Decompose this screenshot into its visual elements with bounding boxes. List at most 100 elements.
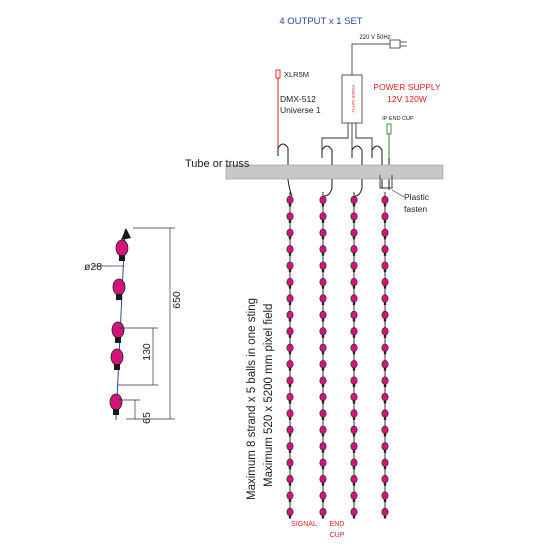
led-ball: [319, 294, 327, 303]
led-ball: [350, 491, 358, 500]
led-ball: [319, 212, 327, 221]
led-ball: [350, 507, 358, 517]
led-ball: [286, 360, 294, 369]
led-connector: [321, 466, 325, 470]
signal-label: SIGNAL: [291, 521, 317, 528]
led-connector: [352, 334, 356, 338]
led-connector: [352, 515, 356, 519]
led-connector: [352, 384, 356, 388]
led-connector: [352, 252, 356, 256]
led-ball: [381, 212, 389, 221]
led-ball: [350, 228, 358, 237]
led-ball: [350, 343, 358, 352]
led-connector: [383, 351, 387, 355]
led-connector: [352, 351, 356, 355]
detail-led-connector: [116, 294, 122, 300]
led-connector: [352, 236, 356, 240]
led-connector: [288, 236, 292, 240]
tube-label: Tube or truss: [185, 158, 250, 170]
led-ball: [286, 310, 294, 320]
plastic-label-line1: Plastic: [404, 192, 430, 202]
led-connector: [352, 482, 356, 486]
ip-end-cup-label: IP END CUP: [382, 116, 414, 122]
ip-end-cup-icon: [386, 123, 392, 158]
led-connector: [352, 285, 356, 289]
led-connector: [321, 318, 325, 322]
led-ball: [319, 425, 327, 434]
led-ball: [286, 195, 294, 205]
led-connector: [352, 433, 356, 437]
led-connector: [321, 449, 325, 453]
led-connector: [321, 203, 325, 207]
diameter-dimension: ø28: [84, 261, 102, 273]
mains-voltage-label: 220 V 50Hz: [359, 35, 390, 41]
led-connector: [383, 482, 387, 486]
led-ball: [319, 343, 327, 352]
led-ball: [350, 278, 358, 287]
led-ball: [319, 442, 327, 451]
led-ball: [350, 376, 358, 385]
protocol-label: DMX-512: [280, 94, 316, 104]
led-connector: [383, 203, 387, 207]
led-ball: [286, 228, 294, 237]
led-ball: [381, 360, 389, 369]
led-connector: [321, 351, 325, 355]
led-ball: [319, 507, 327, 517]
led-connector: [383, 367, 387, 371]
led-connector: [288, 515, 292, 519]
led-ball: [381, 327, 389, 336]
led-ball: [381, 376, 389, 385]
led-connector: [321, 400, 325, 404]
led-ball: [350, 392, 358, 402]
detail-led-ball: [112, 278, 126, 296]
led-ball: [286, 392, 294, 402]
led-connector: [383, 285, 387, 289]
psu-wire-3: [355, 123, 373, 158]
tube-truss: [225, 164, 444, 180]
led-connector: [352, 318, 356, 322]
led-ball: [381, 245, 389, 254]
led-ball: [286, 278, 294, 287]
plastic-label-line2: fasten: [404, 204, 427, 214]
led-ball: [350, 195, 358, 205]
led-connector: [383, 466, 387, 470]
psu-wire-1: [321, 123, 349, 158]
led-ball: [350, 425, 358, 434]
led-ball: [350, 458, 358, 467]
led-ball: [381, 343, 389, 352]
led-ball: [319, 327, 327, 336]
end-offset-dimension: 65: [141, 412, 153, 424]
max-strand-text: Maximum 8 strand x 5 balls in one sting: [246, 298, 258, 500]
led-connector: [288, 318, 292, 322]
led-ball: [381, 491, 389, 500]
led-connector: [352, 449, 356, 453]
detail-led-connector: [113, 409, 119, 415]
led-ball: [381, 310, 389, 320]
led-connector: [288, 367, 292, 371]
led-ball: [286, 507, 294, 517]
led-connector: [288, 302, 292, 306]
max-field-text: Maximum 520 x 5200 mm pixel field: [263, 304, 275, 487]
led-ball: [381, 475, 389, 484]
led-connector: [352, 203, 356, 207]
led-connector: [321, 334, 325, 338]
led-connector: [352, 219, 356, 223]
led-connector: [321, 367, 325, 371]
led-connector: [321, 269, 325, 273]
led-ball: [350, 310, 358, 320]
led-connector: [288, 203, 292, 207]
led-ball: [381, 261, 389, 270]
led-ball: [319, 278, 327, 287]
led-connector: [321, 302, 325, 306]
led-ball: [350, 409, 358, 418]
led-connector: [321, 285, 325, 289]
led-connector: [383, 449, 387, 453]
led-ball: [286, 343, 294, 352]
led-connector: [288, 482, 292, 486]
led-connector: [352, 367, 356, 371]
led-strands: [286, 192, 389, 519]
dimension-lines: [92, 227, 175, 420]
led-ball: [286, 442, 294, 451]
led-ball: [286, 245, 294, 254]
led-ball: [350, 212, 358, 221]
